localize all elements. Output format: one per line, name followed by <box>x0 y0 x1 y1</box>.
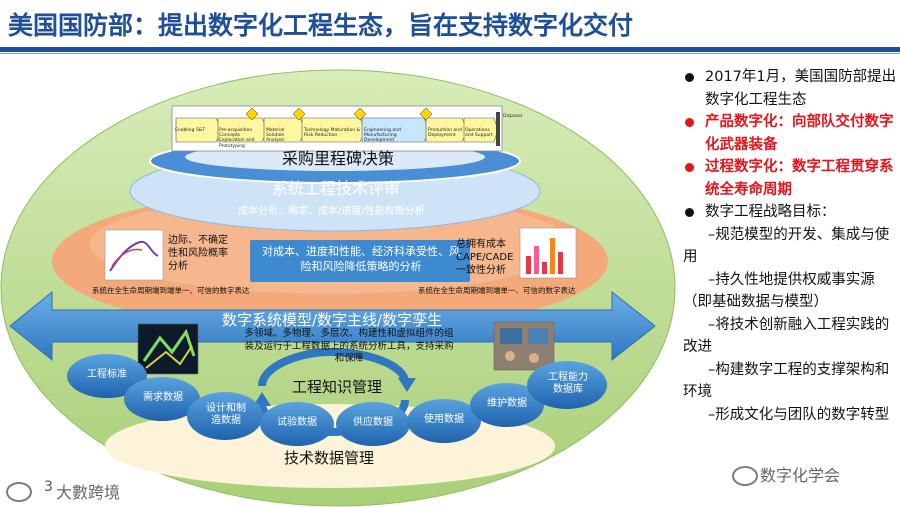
sub-item-1: –规范模型的开发、集成与使用 <box>683 226 890 266</box>
left-analysis-label: 边际、不确定性和风险概率分析 <box>168 235 228 272</box>
watermark-logo-icon <box>6 482 32 502</box>
digital-engineering-ecosystem-diagram: Enabling S&T Pre-acquisition Concepts Ex… <box>0 56 680 507</box>
wechat-icon <box>732 466 758 486</box>
se-review-sub-label: 成本分析、需求、成本/进度/性能权衡分析 <box>238 206 425 217</box>
watermark-right: 数字化学会 <box>760 466 841 485</box>
lifecycle-step-5: Engineering and Manufacturing Developmen… <box>364 128 401 144</box>
bubble-label-capability: 工程能力数据库 <box>548 372 588 395</box>
bubble-eng-std <box>67 354 147 398</box>
center-analysis-label: 对成本、进度和性能、经济科承受性、风险和风险降低策略的分析 <box>262 245 460 273</box>
bubble-test <box>260 402 334 446</box>
bubble-label-req: 需求数据 <box>143 392 183 403</box>
thread-description: 多领域、多物理、多层次、构建性和虚拟组件的组装及运行于工程数据上的系统分析工具，… <box>244 328 454 364</box>
digital-thread-label: 数字系统模型/数字主线/数字孪生 <box>222 311 443 329</box>
bullet-item-1: 2017年1月，美国国防部提出数字化工程生态 <box>683 66 897 111</box>
diagram-graphics <box>0 69 676 507</box>
bullet-item-3: 过程数字化：数字工程贯穿系统全寿命周期 <box>683 156 897 201</box>
bullet-item-4: 数字工程战略目标： <box>683 201 897 224</box>
center-analysis-box <box>250 240 470 282</box>
bullet-item-2: 产品数字化：向部队交付数字化武器装备 <box>683 111 897 156</box>
bullet-dot-icon <box>685 73 694 82</box>
bubble-usage <box>407 399 481 443</box>
bubble-design <box>187 392 263 440</box>
bubble-label-supply: 供应数据 <box>353 417 393 428</box>
bubble-label-maint: 维护数据 <box>487 398 527 409</box>
lifecycle-step-8: Disposal <box>503 114 523 119</box>
bubble-label-design: 设计和制造数据 <box>206 403 246 426</box>
bubble-label-eng-std: 工程标准 <box>87 369 127 380</box>
page-number: 3 <box>44 479 53 495</box>
bubble-maint <box>470 383 544 427</box>
knowledge-mgmt-label: 工程知识管理 <box>292 378 383 396</box>
title-underline-thin <box>0 53 900 54</box>
sub-item-4: –构建数字工程的支撑架构和环境 <box>683 361 890 401</box>
bullet-dot-icon <box>685 163 694 172</box>
lifecycle-step-6: Production and Deployment <box>428 128 462 139</box>
sub-item-2: –持久性地提供权威事实源（即基础数据与模型） <box>683 271 875 311</box>
lifecycle-note-left: 系统在全生命周期端到端单一、可信的数字表达 <box>92 286 250 295</box>
bubble-supply <box>336 402 410 446</box>
strategy-bullet-list: 2017年1月，美国国防部提出数字化工程生态 产品数字化：向部队交付数字化武器装… <box>683 66 897 426</box>
title-underline <box>0 47 900 52</box>
sub-item-3: –将技术创新融入工程实践的改进 <box>683 316 890 356</box>
lifecycle-step-3: Material Solution Analysis <box>266 128 285 144</box>
left-analysis-image <box>104 229 164 281</box>
bubble-req <box>124 377 200 421</box>
acquisition-milestone-label: 采购里程碑决策 <box>282 149 395 168</box>
sub-item-5: –形成文化与团队的数字转型 <box>708 406 890 423</box>
lifecycle-step-2: Pre-acquisition Concepts Exploration and… <box>219 128 255 149</box>
bullet-dot-icon <box>685 118 694 127</box>
lifecycle-step-4: Technology Maturation & Risk Reduction <box>304 128 361 139</box>
tech-data-mgmt-label: 技术数据管理 <box>284 449 375 467</box>
right-analysis-label: 总拥有成本CAPE/CADE一致性分析 <box>456 239 514 276</box>
slide-title: 美国国防部：提出数字化工程生态，旨在支持数字化交付 <box>8 11 634 40</box>
lifecycle-step-1: Enabling S&T <box>175 128 206 133</box>
lifecycle-note-right: 系统在全生命周期端到端单一、可信的数字表达 <box>418 286 576 295</box>
lifecycle-step-7: Operations and Support <box>465 128 493 139</box>
watermark-left: 大數跨境 <box>56 483 121 502</box>
bubble-capability <box>527 361 607 409</box>
bubble-label-test: 试验数据 <box>277 417 317 428</box>
bullet-dot-icon <box>685 208 694 217</box>
digital-thread-arrow <box>9 290 656 362</box>
se-review-label: 系统工程技术评审 <box>272 179 401 198</box>
bubble-label-usage: 使用数据 <box>424 414 464 425</box>
